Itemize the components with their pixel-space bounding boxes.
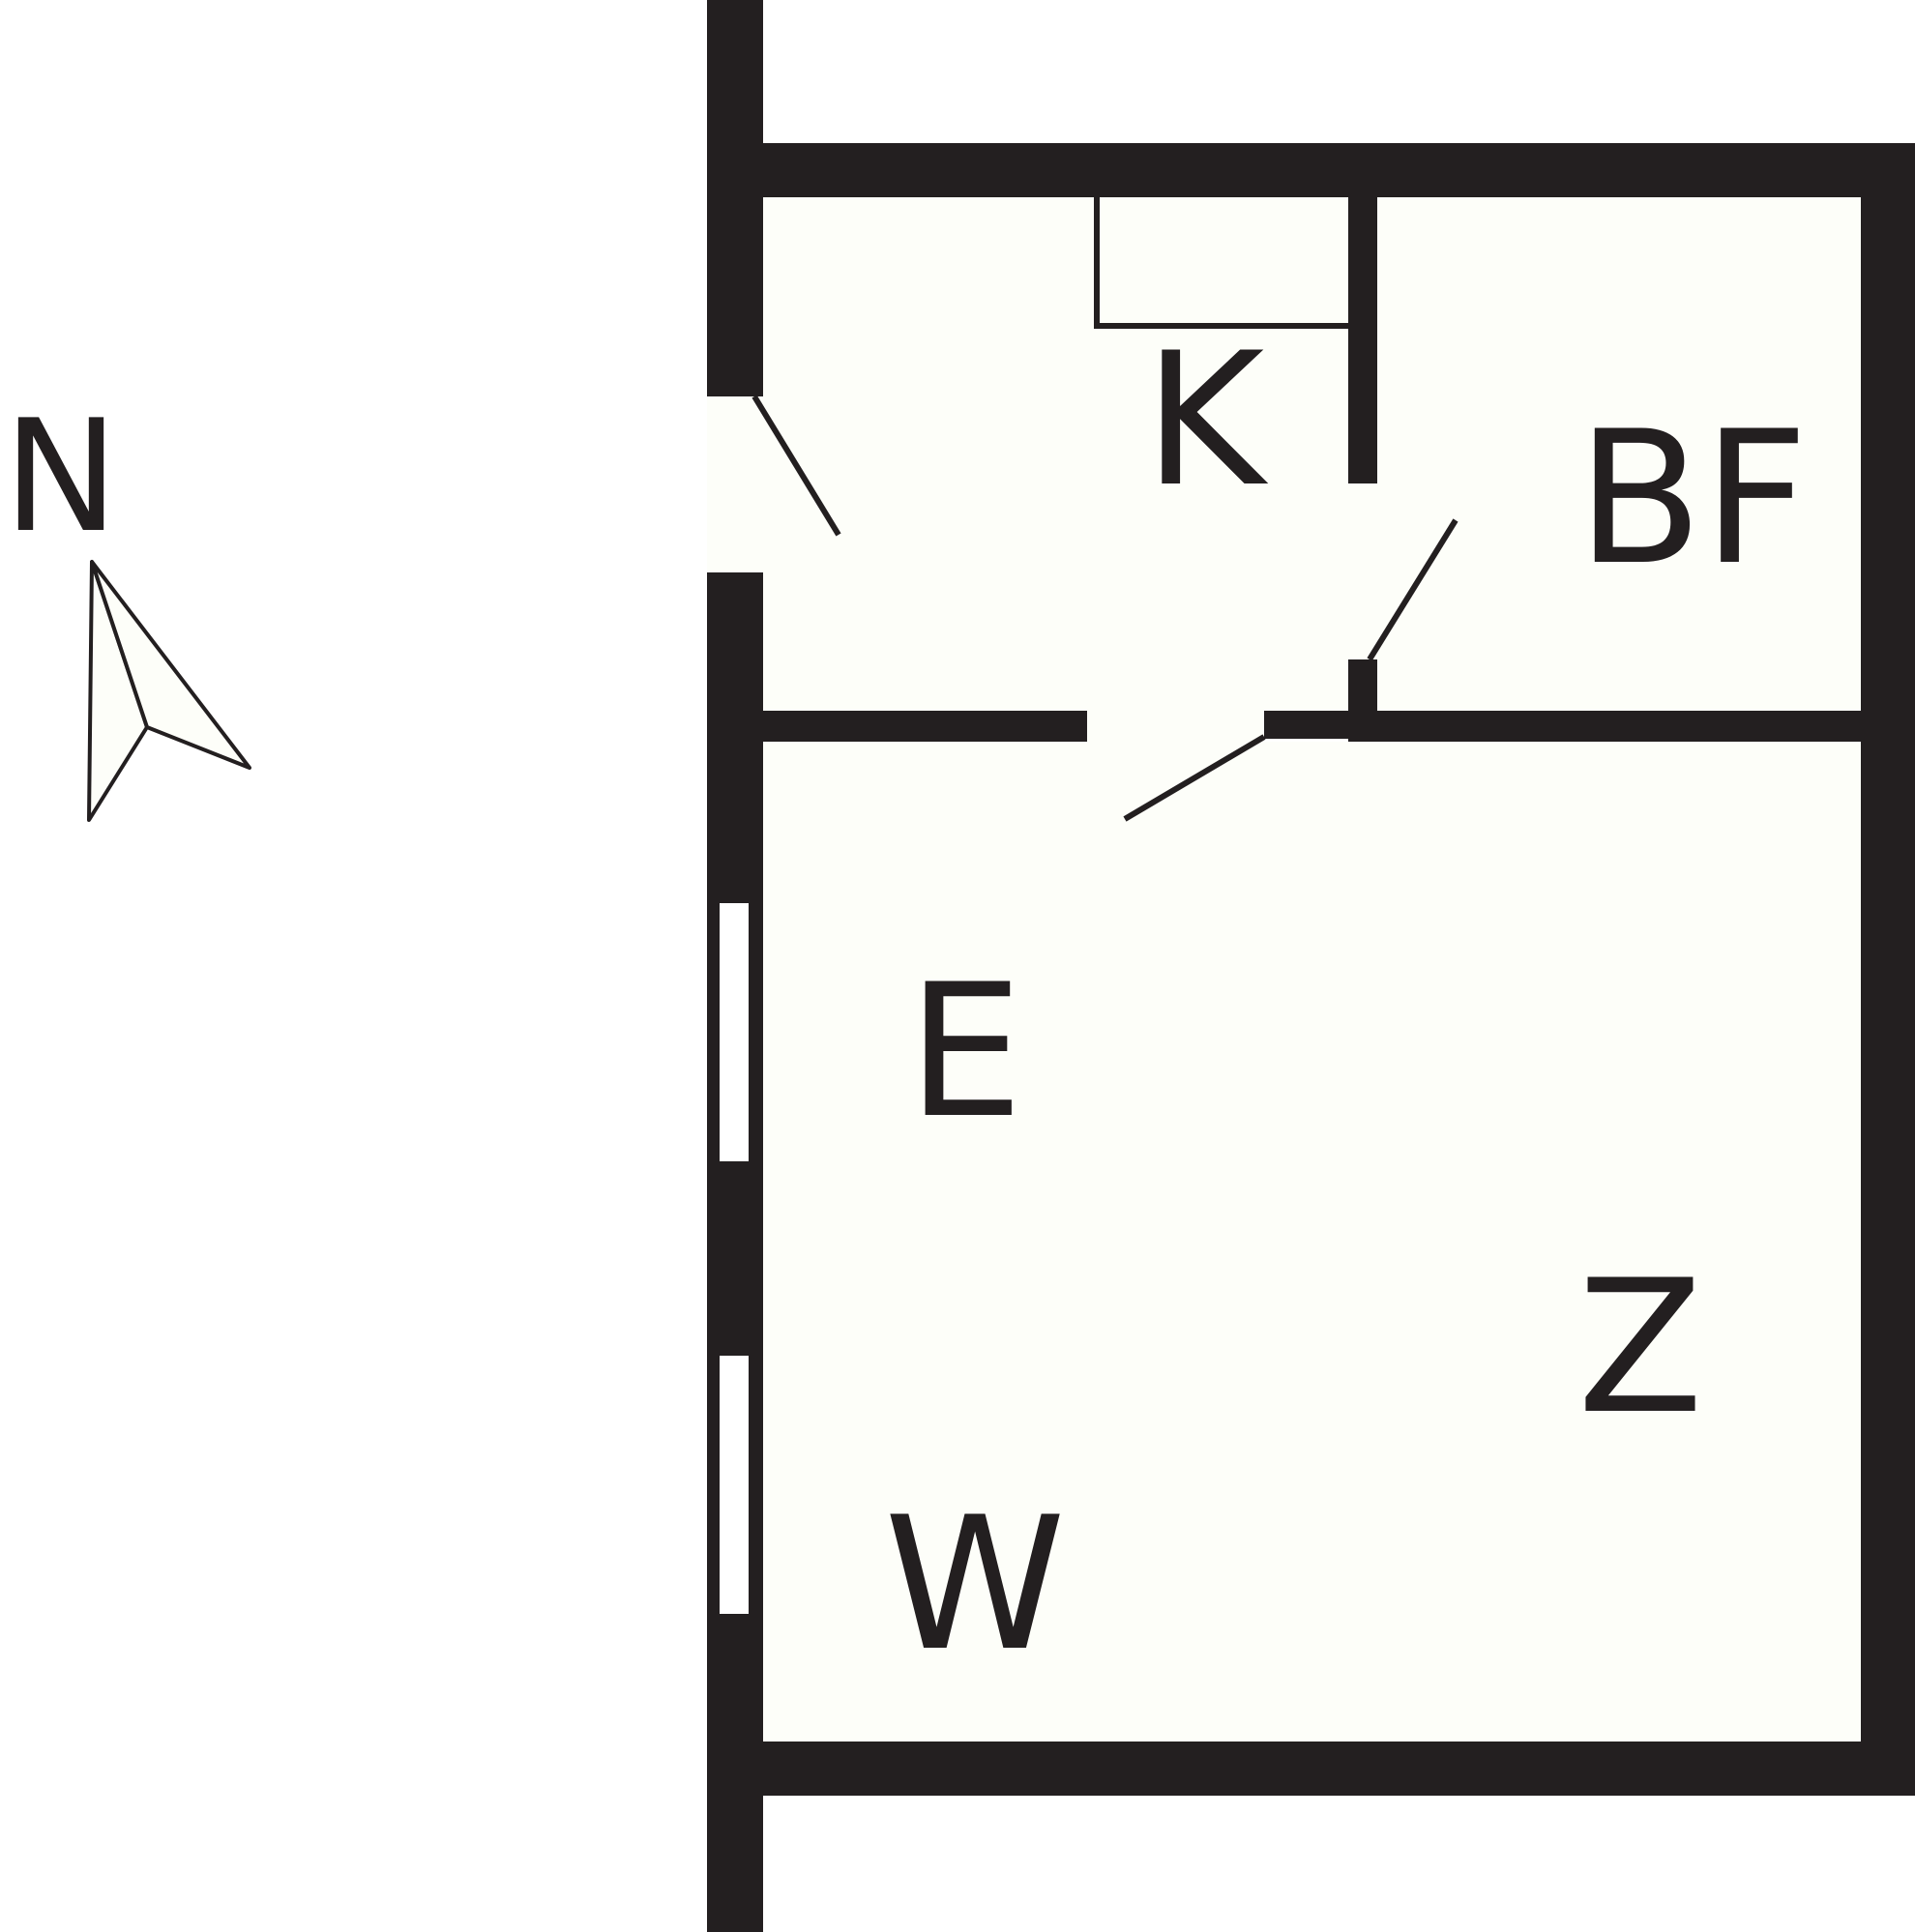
right-wall [1861,143,1915,1795]
partition-horizontal-right-a [1264,711,1348,739]
kitchen-floor [763,197,1348,711]
entry-door-opening [707,396,763,572]
room-labels: K BF E W Z [884,313,1809,1691]
window-lower [720,1356,749,1614]
walls [707,0,1915,1932]
left-wall-top [707,0,763,396]
top-wall [707,143,1915,197]
bottom-wall [707,1742,1915,1796]
partition-horizontal-left [763,711,1087,742]
kitchen-counter [1094,197,1348,329]
room-label-living: W [884,1478,1066,1691]
bathroom-floor [1377,197,1861,711]
partition-vertical-top [1348,197,1377,483]
door-swings [751,395,1458,822]
bathroom-door-gap [1346,483,1379,659]
room-label-bathroom: BF [1576,392,1809,605]
partition-horizontal-right-b [1377,711,1861,742]
room-label-room: Z [1577,1241,1703,1454]
north-arrow-icon [87,560,251,822]
main-floor [763,742,1861,1742]
compass-north-label: N [3,386,119,567]
partition-vertical-bottom [1348,659,1377,742]
north-arrow-right-face [90,560,251,770]
entry-door-leaf [751,395,841,537]
windows [720,903,749,1614]
window-upper [720,903,749,1161]
room-label-kitchen: K [1144,313,1269,527]
left-wall-middle [707,572,763,1932]
floor-fills [763,197,1861,1742]
bathroom-door-leaf [1367,518,1458,661]
kitchen-door-leaf [1123,734,1266,822]
room-label-entrance: E [907,945,1023,1158]
kitchen-door-gap [1087,709,1264,744]
